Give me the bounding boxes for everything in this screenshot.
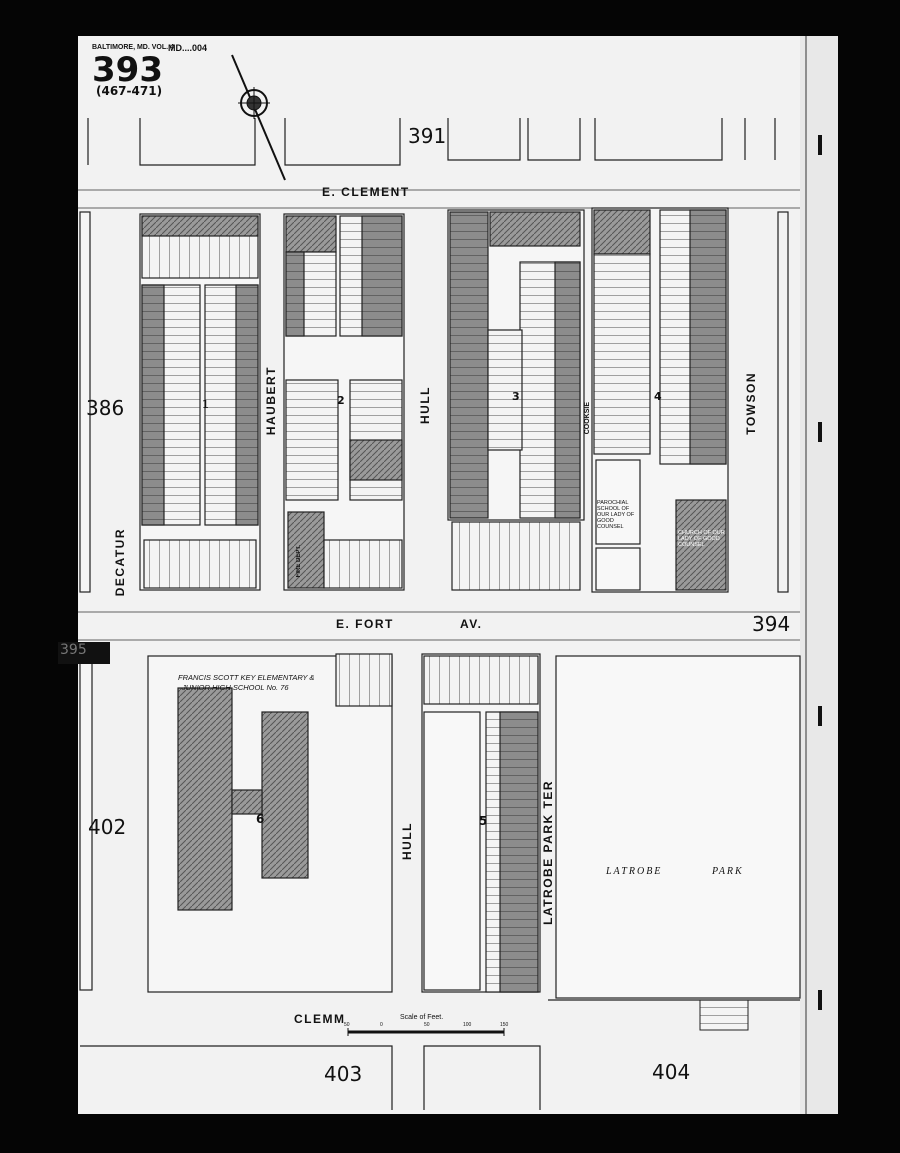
latrobe-park-area: [555, 655, 801, 999]
block-number-4: 4: [654, 390, 662, 403]
street-latrobe-park-ter: LATROBE PARK TER: [541, 780, 555, 925]
block-number-3: 3: [512, 390, 520, 403]
adjacent-sheet-404: 404: [652, 1060, 691, 1084]
adjacent-sheet-402: 402: [88, 815, 127, 839]
street-clemm: CLEMM: [294, 1012, 346, 1026]
block-number-1: 1: [202, 398, 209, 411]
adjacent-sheet-403: 403: [324, 1062, 363, 1086]
adjacent-sheet-394: 394: [752, 612, 791, 636]
scale-tick-100: 100: [463, 1022, 472, 1028]
block-number-2: 2: [337, 394, 345, 407]
street-e-clement: E. CLEMENT: [322, 185, 410, 199]
header-small-text: BALTIMORE, MD. VOL. 4: [92, 44, 174, 51]
north-arrow-compass: [231, 54, 286, 181]
block-number-6: 6: [256, 812, 265, 826]
page-number: 393: [92, 50, 163, 90]
adjacent-sheet-395: 395: [60, 642, 87, 658]
block-3: [447, 209, 585, 591]
scale-tick-50: 50: [424, 1022, 430, 1028]
street-towson: TOWSON: [744, 372, 758, 435]
street-hull-upper: HULL: [418, 386, 432, 424]
parochial-school-label: PAROCHIAL SCHOOL OF OUR LADY OF GOOD COU…: [597, 500, 635, 530]
street-decatur: DECATUR: [113, 528, 127, 597]
street-hull-lower: HULL: [400, 822, 414, 860]
block-6-school: [147, 653, 393, 993]
block-number-5: 5: [479, 814, 488, 828]
scale-bar: [347, 1028, 505, 1036]
header-code: MD....004: [168, 43, 208, 53]
top-partial-blocks: [87, 118, 776, 166]
fire-dept-label: FIRE DEPT.: [296, 545, 302, 578]
block-5: [421, 653, 541, 993]
street-haubert: HAUBERT: [264, 366, 278, 436]
page-range: (467-471): [96, 84, 163, 98]
school-name-line2: JUNIOR HIGH SCHOOL No. 76: [182, 683, 289, 692]
block-1: [139, 213, 261, 591]
scale-tick-0: 0: [380, 1022, 383, 1028]
adjacent-sheet-386: 386: [86, 396, 125, 420]
adjacent-sheet-391: 391: [408, 124, 447, 148]
block-4: [591, 207, 729, 593]
street-fort-suffix: AV.: [460, 617, 483, 631]
scale-tick-50-left: 50: [344, 1022, 350, 1028]
school-name-line1: FRANCIS SCOTT KEY ELEMENTARY &: [178, 673, 315, 682]
church-label: CHURCH OF OUR LADY OF GOOD COUNSEL: [678, 530, 725, 548]
park-label-latrobe: LATROBE: [606, 866, 663, 877]
block-2: [283, 213, 405, 591]
scale-tick-150: 150: [500, 1022, 509, 1028]
street-e-fort: E. FORT: [336, 617, 394, 631]
street-cooksie: COOKSIE: [584, 402, 591, 435]
park-label-park: PARK: [712, 866, 744, 877]
scale-label: Scale of Feet.: [400, 1014, 444, 1021]
